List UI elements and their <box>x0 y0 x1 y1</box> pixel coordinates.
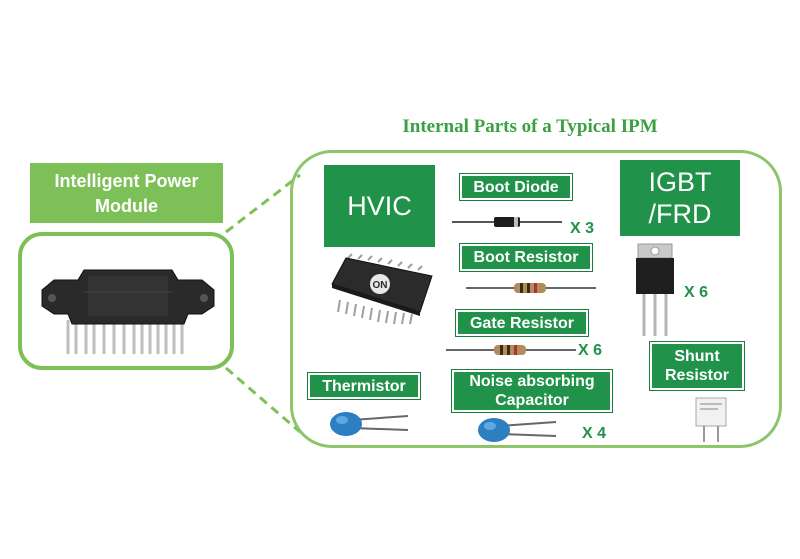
boot-diode-label: Boot Diode <box>473 178 559 196</box>
ipm-module-illustration <box>41 269 215 354</box>
gate-resistor-label-box: Gate Resistor <box>455 309 589 337</box>
noise-capacitor-label-box: Noise absorbing Capacitor <box>451 369 613 413</box>
shunt-resistor-label-box: Shunt Resistor <box>649 341 745 391</box>
shunt-label-line2: Resistor <box>664 367 730 384</box>
capacitor-qty: X 4 <box>582 425 607 442</box>
module-label-line1: Intelligent Power <box>54 171 199 191</box>
module-photo-frame <box>18 232 234 370</box>
shunt-resistor-illustration <box>695 397 727 442</box>
hvic-chip-illustration: ON <box>331 253 433 325</box>
module-label-line2: Module <box>95 196 158 216</box>
thermistor-label-box: Thermistor <box>307 372 421 400</box>
thermistor-label: Thermistor <box>322 377 406 395</box>
boot-diode-label-box: Boot Diode <box>459 173 573 201</box>
thermistor-illustration <box>330 412 409 436</box>
gate-resistor-label: Gate Resistor <box>469 314 575 332</box>
gate-resistor-qty: X 6 <box>578 342 603 359</box>
igbt-label-line1: IGBT <box>648 167 712 197</box>
module-label: Intelligent Power Module <box>30 163 223 223</box>
shunt-label-line1: Shunt <box>674 348 720 365</box>
diode-illustration <box>452 217 562 227</box>
igbt-label-line2: /FRD <box>648 199 712 229</box>
boot-resistor-label-box: Boot Resistor <box>459 243 593 272</box>
noise-label-line1: Noise absorbing <box>469 373 595 390</box>
boot-diode-qty: X 3 <box>570 220 595 237</box>
boot-resistor-illustration <box>466 283 596 293</box>
igbt-frd-box: IGBT /FRD <box>620 160 740 236</box>
chip-logo-text: ON <box>373 280 388 291</box>
igbt-qty: X 6 <box>684 284 709 301</box>
diagram-title: Internal Parts of a Typical IPM <box>402 116 658 137</box>
hvic-box: HVIC <box>324 165 435 247</box>
gate-resistor-illustration <box>446 345 576 355</box>
capacitor-illustration <box>478 418 557 442</box>
igbt-transistor-illustration <box>636 243 674 336</box>
noise-label-line2: Capacitor <box>495 392 569 409</box>
boot-resistor-label: Boot Resistor <box>473 249 579 266</box>
hvic-label: HVIC <box>347 191 412 221</box>
parts-frame <box>290 150 782 448</box>
